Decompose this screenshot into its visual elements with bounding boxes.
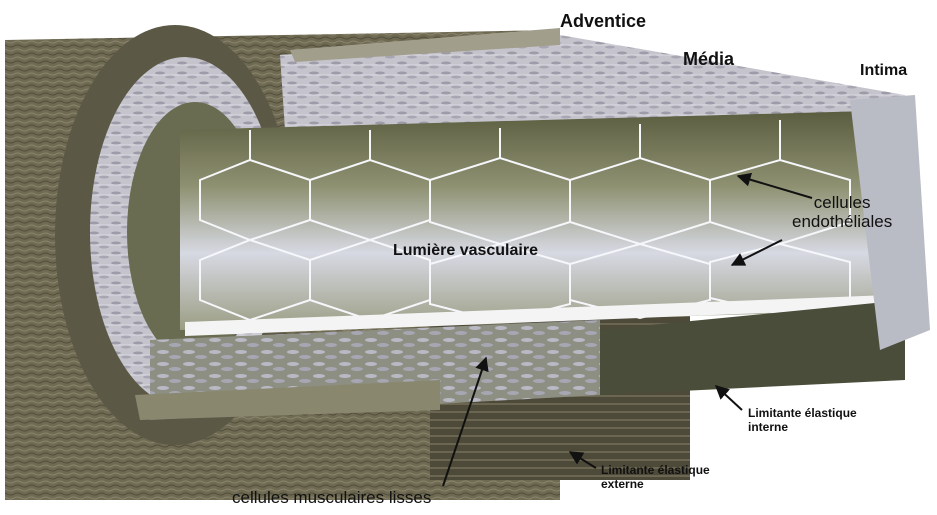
label-endothelial-line2: endothéliales — [792, 212, 892, 231]
label-external-elastic-lamina: Limitante élastique externe — [601, 464, 710, 492]
label-internal-elastic-lamina: Limitante élastique interne — [748, 407, 857, 435]
label-lumen: Lumière vasculaire — [393, 243, 538, 259]
label-endothelial-cells: cellules endothéliales — [792, 193, 892, 231]
label-intima: Intima — [860, 63, 907, 79]
label-adventice: Adventice — [560, 12, 646, 30]
label-internal-elastic-line1: Limitante élastique — [748, 407, 857, 421]
label-internal-elastic-line2: interne — [748, 421, 857, 435]
label-external-elastic-line1: Limitante élastique — [601, 464, 710, 478]
label-media: Média — [683, 50, 734, 68]
label-smooth-muscle-cells: cellules musculaires lisses — [232, 489, 431, 506]
label-endothelial-line1: cellules — [792, 193, 892, 212]
label-external-elastic-line2: externe — [601, 478, 710, 492]
arrow-internal-elastic — [716, 386, 742, 410]
